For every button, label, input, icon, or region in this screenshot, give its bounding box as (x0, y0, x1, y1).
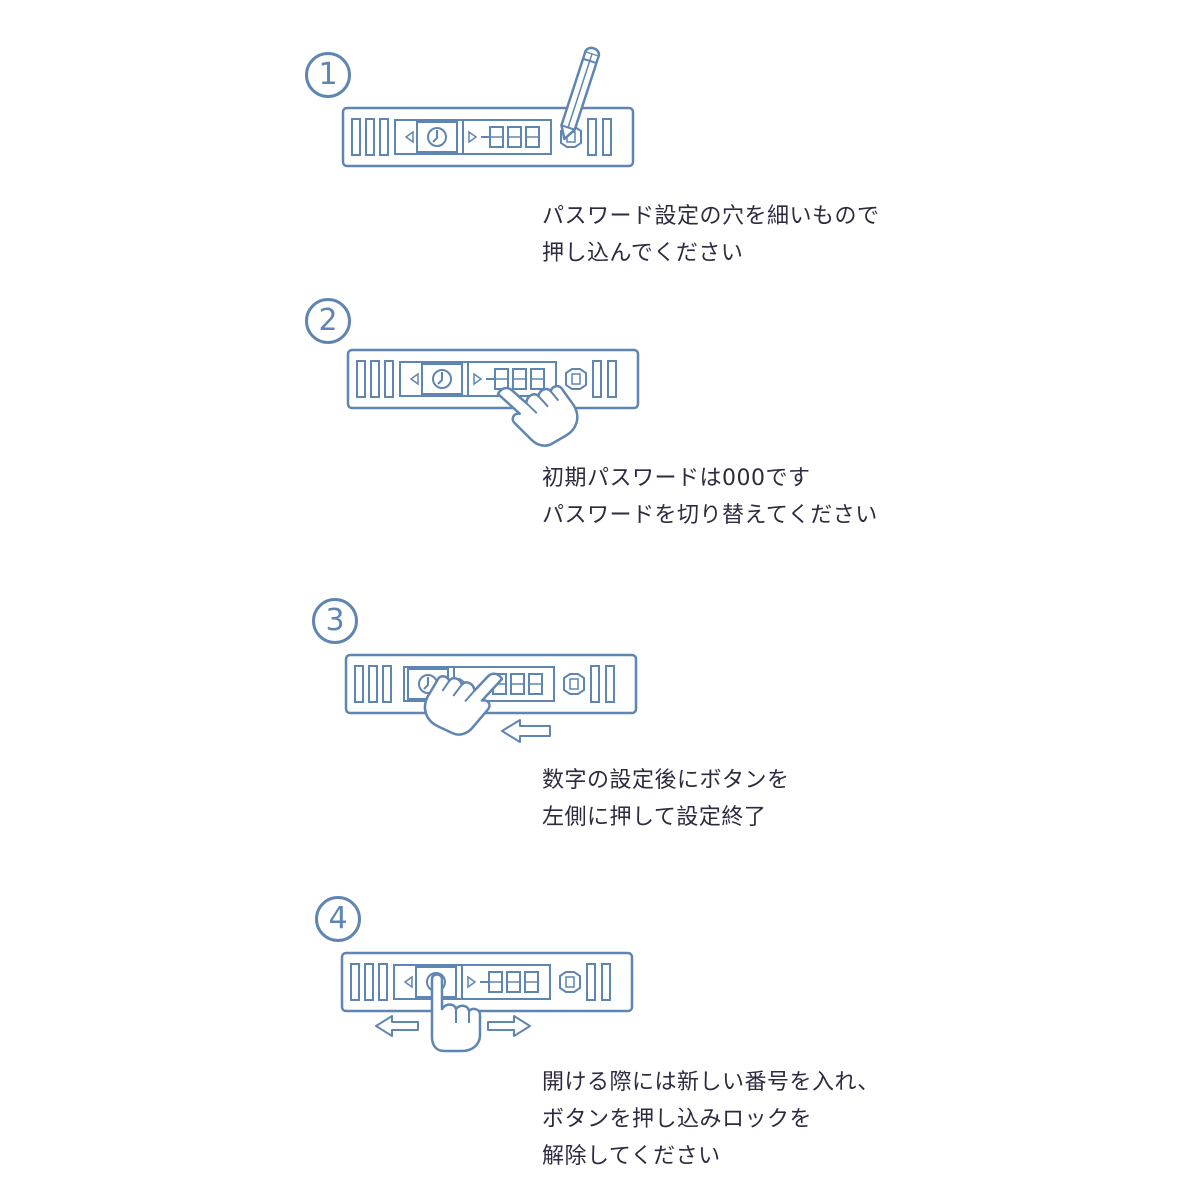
step-1: 1 パスワード設定の穴を細いもので 押し込んでください (0, 0, 1200, 280)
caption-line: パスワードを切り替えてください (542, 503, 878, 528)
caption-line: 左側に押して設定終了 (542, 805, 767, 830)
caption-line: 開ける際には新しい番号を入れ、 (542, 1070, 880, 1095)
caption-line: パスワード設定の穴を細いもので (542, 204, 880, 229)
step-4: 4 開ける際には新しい番号を入れ、 ボタンを押し込みロックを 解除してください (0, 880, 1200, 1200)
caption-line: ボタンを押し込みロックを (542, 1107, 813, 1132)
right-arrow-icon (487, 1015, 531, 1037)
press-hand-icon (430, 973, 482, 1053)
lock-diagram (340, 951, 634, 1053)
step-caption: 開ける際には新しい番号を入れ、 ボタンを押し込みロックを 解除してください (542, 1064, 880, 1175)
step-number: 4 (315, 896, 361, 942)
step-caption: 数字の設定後にボタンを 左側に押して設定終了 (542, 762, 790, 836)
pencil-icon (560, 46, 601, 141)
left-arrow-icon (375, 1015, 419, 1037)
step-number: 3 (312, 598, 358, 644)
step-caption: 初期パスワードは000です パスワードを切り替えてください (542, 460, 878, 534)
step-2: 2 初期パスワードは000です パスワードを切り替えてください (0, 280, 1200, 580)
step-3: 3 数字の設定後 (0, 580, 1200, 880)
step-number: 1 (305, 52, 351, 98)
caption-line: 解除してください (542, 1144, 721, 1169)
step-caption: パスワード設定の穴を細いもので 押し込んでください (542, 198, 880, 272)
caption-line: 初期パスワードは000です (542, 466, 811, 491)
lock-diagram (344, 650, 638, 744)
step-number: 2 (305, 298, 351, 344)
left-arrow-icon (501, 719, 551, 743)
caption-line: 押し込んでください (542, 241, 744, 266)
lock-diagram (341, 46, 635, 168)
caption-line: 数字の設定後にボタンを (542, 768, 790, 793)
